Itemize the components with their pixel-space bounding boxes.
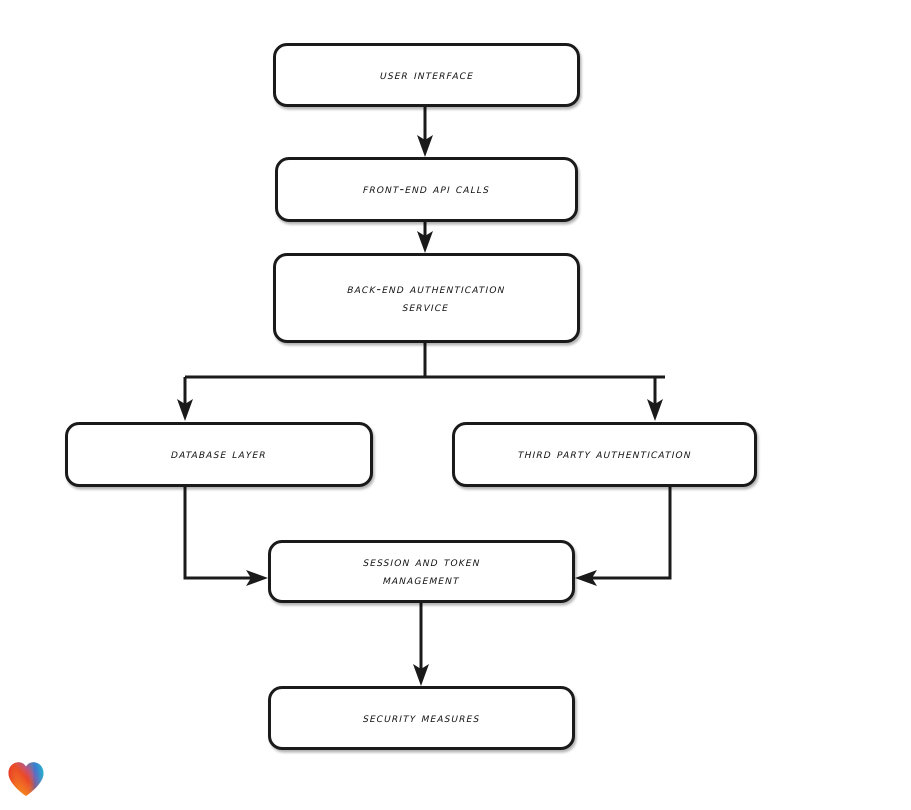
heart-icon — [8, 762, 44, 796]
node-label: User Interface — [379, 66, 474, 82]
node-security-measures[interactable]: Security Measures — [268, 686, 575, 750]
node-frontend-api[interactable]: Front-End API Calls — [275, 157, 578, 222]
edge-database-layer-to-session-token — [183, 487, 268, 586]
node-label: Back-End Authentication Service — [347, 280, 507, 314]
edge-branch-to-database-layer — [177, 377, 193, 421]
node-label: Session and Token Management — [362, 554, 481, 588]
node-label: Database Layer — [170, 446, 268, 462]
node-user-interface[interactable]: User Interface — [273, 43, 580, 107]
node-backend-authentication-service[interactable]: Back-End Authentication Service — [273, 253, 580, 343]
node-label: Third Party Authentication — [517, 446, 692, 462]
edge-frontend-api-to-backend-auth — [417, 222, 433, 253]
edge-branch-to-third-party-auth — [647, 377, 663, 421]
edge-backend-auth-branch-bus — [185, 343, 665, 379]
node-label: Security Measures — [362, 709, 481, 725]
edge-session-token-to-security-measures — [413, 603, 429, 686]
node-label: Front-End API Calls — [362, 181, 491, 197]
node-session-and-token-management[interactable]: Session and Token Management — [268, 540, 575, 603]
edge-user-interface-to-frontend-api — [417, 107, 433, 157]
node-database-layer[interactable]: Database Layer — [65, 422, 373, 487]
node-third-party-authentication[interactable]: Third Party Authentication — [452, 422, 757, 487]
edge-third-party-auth-to-session-token — [575, 487, 672, 586]
